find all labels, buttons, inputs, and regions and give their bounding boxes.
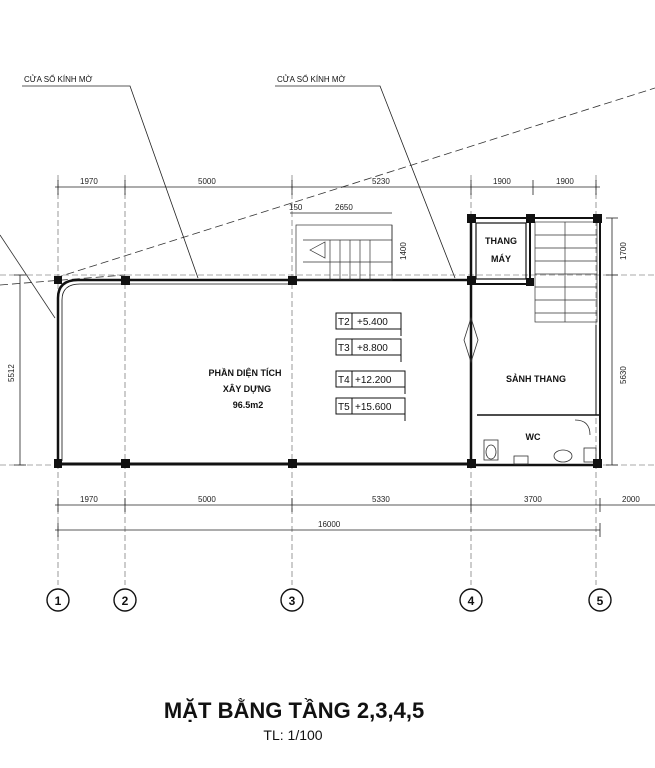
axis-marker-1: 1 <box>46 588 70 612</box>
level-tag-name: T2 <box>338 317 350 328</box>
level-tag-t4: T4 +12.200 <box>335 370 406 394</box>
level-tags: T2 +5.400 T3 +8.800 T4 +12.200 T5 +15.60… <box>335 312 406 421</box>
axis-label: 2 <box>122 594 129 608</box>
stair-right <box>534 221 598 323</box>
axis-marker-5: 5 <box>588 588 612 612</box>
elevator-box <box>475 222 527 280</box>
area-label-1: PHẦN DIỆN TÍCH <box>208 367 281 378</box>
level-tag-name: T5 <box>338 402 350 413</box>
total-dim: 16000 <box>318 520 341 529</box>
axis-label: 5 <box>597 594 604 608</box>
level-tag-t3: T3 +8.800 <box>335 338 402 362</box>
window-note-1: CỬA SỔ KÍNH MỜ <box>24 75 93 84</box>
axis-markers: 1 2 3 4 5 <box>46 588 612 612</box>
bottom-dim-2: 5000 <box>198 495 216 504</box>
lobby-label: SẢNH THANG <box>506 373 566 384</box>
stair-dim-2: 2650 <box>335 203 353 212</box>
top-dimension <box>55 180 600 195</box>
right-dim-1: 1700 <box>619 242 628 260</box>
level-tag-value: +8.800 <box>357 343 388 354</box>
area-value: 96.5m2 <box>233 400 264 410</box>
axis-marker-3: 3 <box>280 588 304 612</box>
site-boundary-line <box>0 274 126 286</box>
plan-scale: TL: 1/100 <box>263 727 322 743</box>
left-dim: 5512 <box>7 364 16 382</box>
top-dim-1: 1970 <box>80 177 98 186</box>
building-walls <box>56 217 601 467</box>
axis-marker-2: 2 <box>113 588 137 612</box>
area-label-2: XÂY DỰNG <box>223 383 271 394</box>
axis-label: 3 <box>289 594 296 608</box>
level-tag-value: +12.200 <box>355 375 392 386</box>
bottom-dim-1: 1970 <box>80 495 98 504</box>
bottom-dimension <box>55 498 655 537</box>
stair-dim-1: 150 <box>289 203 303 212</box>
site-diagonal-line <box>54 87 655 279</box>
door-symbol <box>463 316 479 364</box>
window-leader-2 <box>275 85 456 279</box>
axis-marker-4: 4 <box>459 588 483 612</box>
window-leader-1 <box>22 85 199 279</box>
bottom-dim-4: 3700 <box>524 495 542 504</box>
top-dim-4: 1900 <box>493 177 511 186</box>
level-tag-t5: T5 +15.600 <box>335 397 406 421</box>
top-dim-5: 1900 <box>556 177 574 186</box>
right-dim-2: 5630 <box>619 366 628 384</box>
bottom-dim-3: 5330 <box>372 495 390 504</box>
elevator-label-2: MÁY <box>491 254 511 264</box>
top-dim-2: 5000 <box>198 177 216 186</box>
top-dim-3: 5230 <box>372 177 390 186</box>
wc-label: WC <box>526 432 541 442</box>
bottom-dim-5: 2000 <box>622 495 640 504</box>
leader-line-left <box>0 234 56 319</box>
side-dimensions <box>14 217 618 466</box>
level-tag-name: T3 <box>338 343 350 354</box>
wc-fixtures <box>483 419 597 465</box>
axis-label: 1 <box>55 594 62 608</box>
axis-label: 4 <box>468 594 475 608</box>
columns <box>54 214 602 468</box>
level-tag-t2: T2 +5.400 <box>335 312 402 336</box>
level-tag-value: +5.400 <box>357 317 388 328</box>
window-note-2: CỬA SỔ KÍNH MỜ <box>277 75 346 84</box>
stair-top <box>295 224 393 281</box>
level-tag-value: +15.600 <box>355 402 392 413</box>
plan-title: MẶT BẰNG TẦNG 2,3,4,5 <box>164 698 424 723</box>
elevator-label-1: THANG <box>485 236 517 246</box>
level-tag-name: T4 <box>338 375 350 386</box>
stair-dim-3: 1400 <box>399 242 408 260</box>
